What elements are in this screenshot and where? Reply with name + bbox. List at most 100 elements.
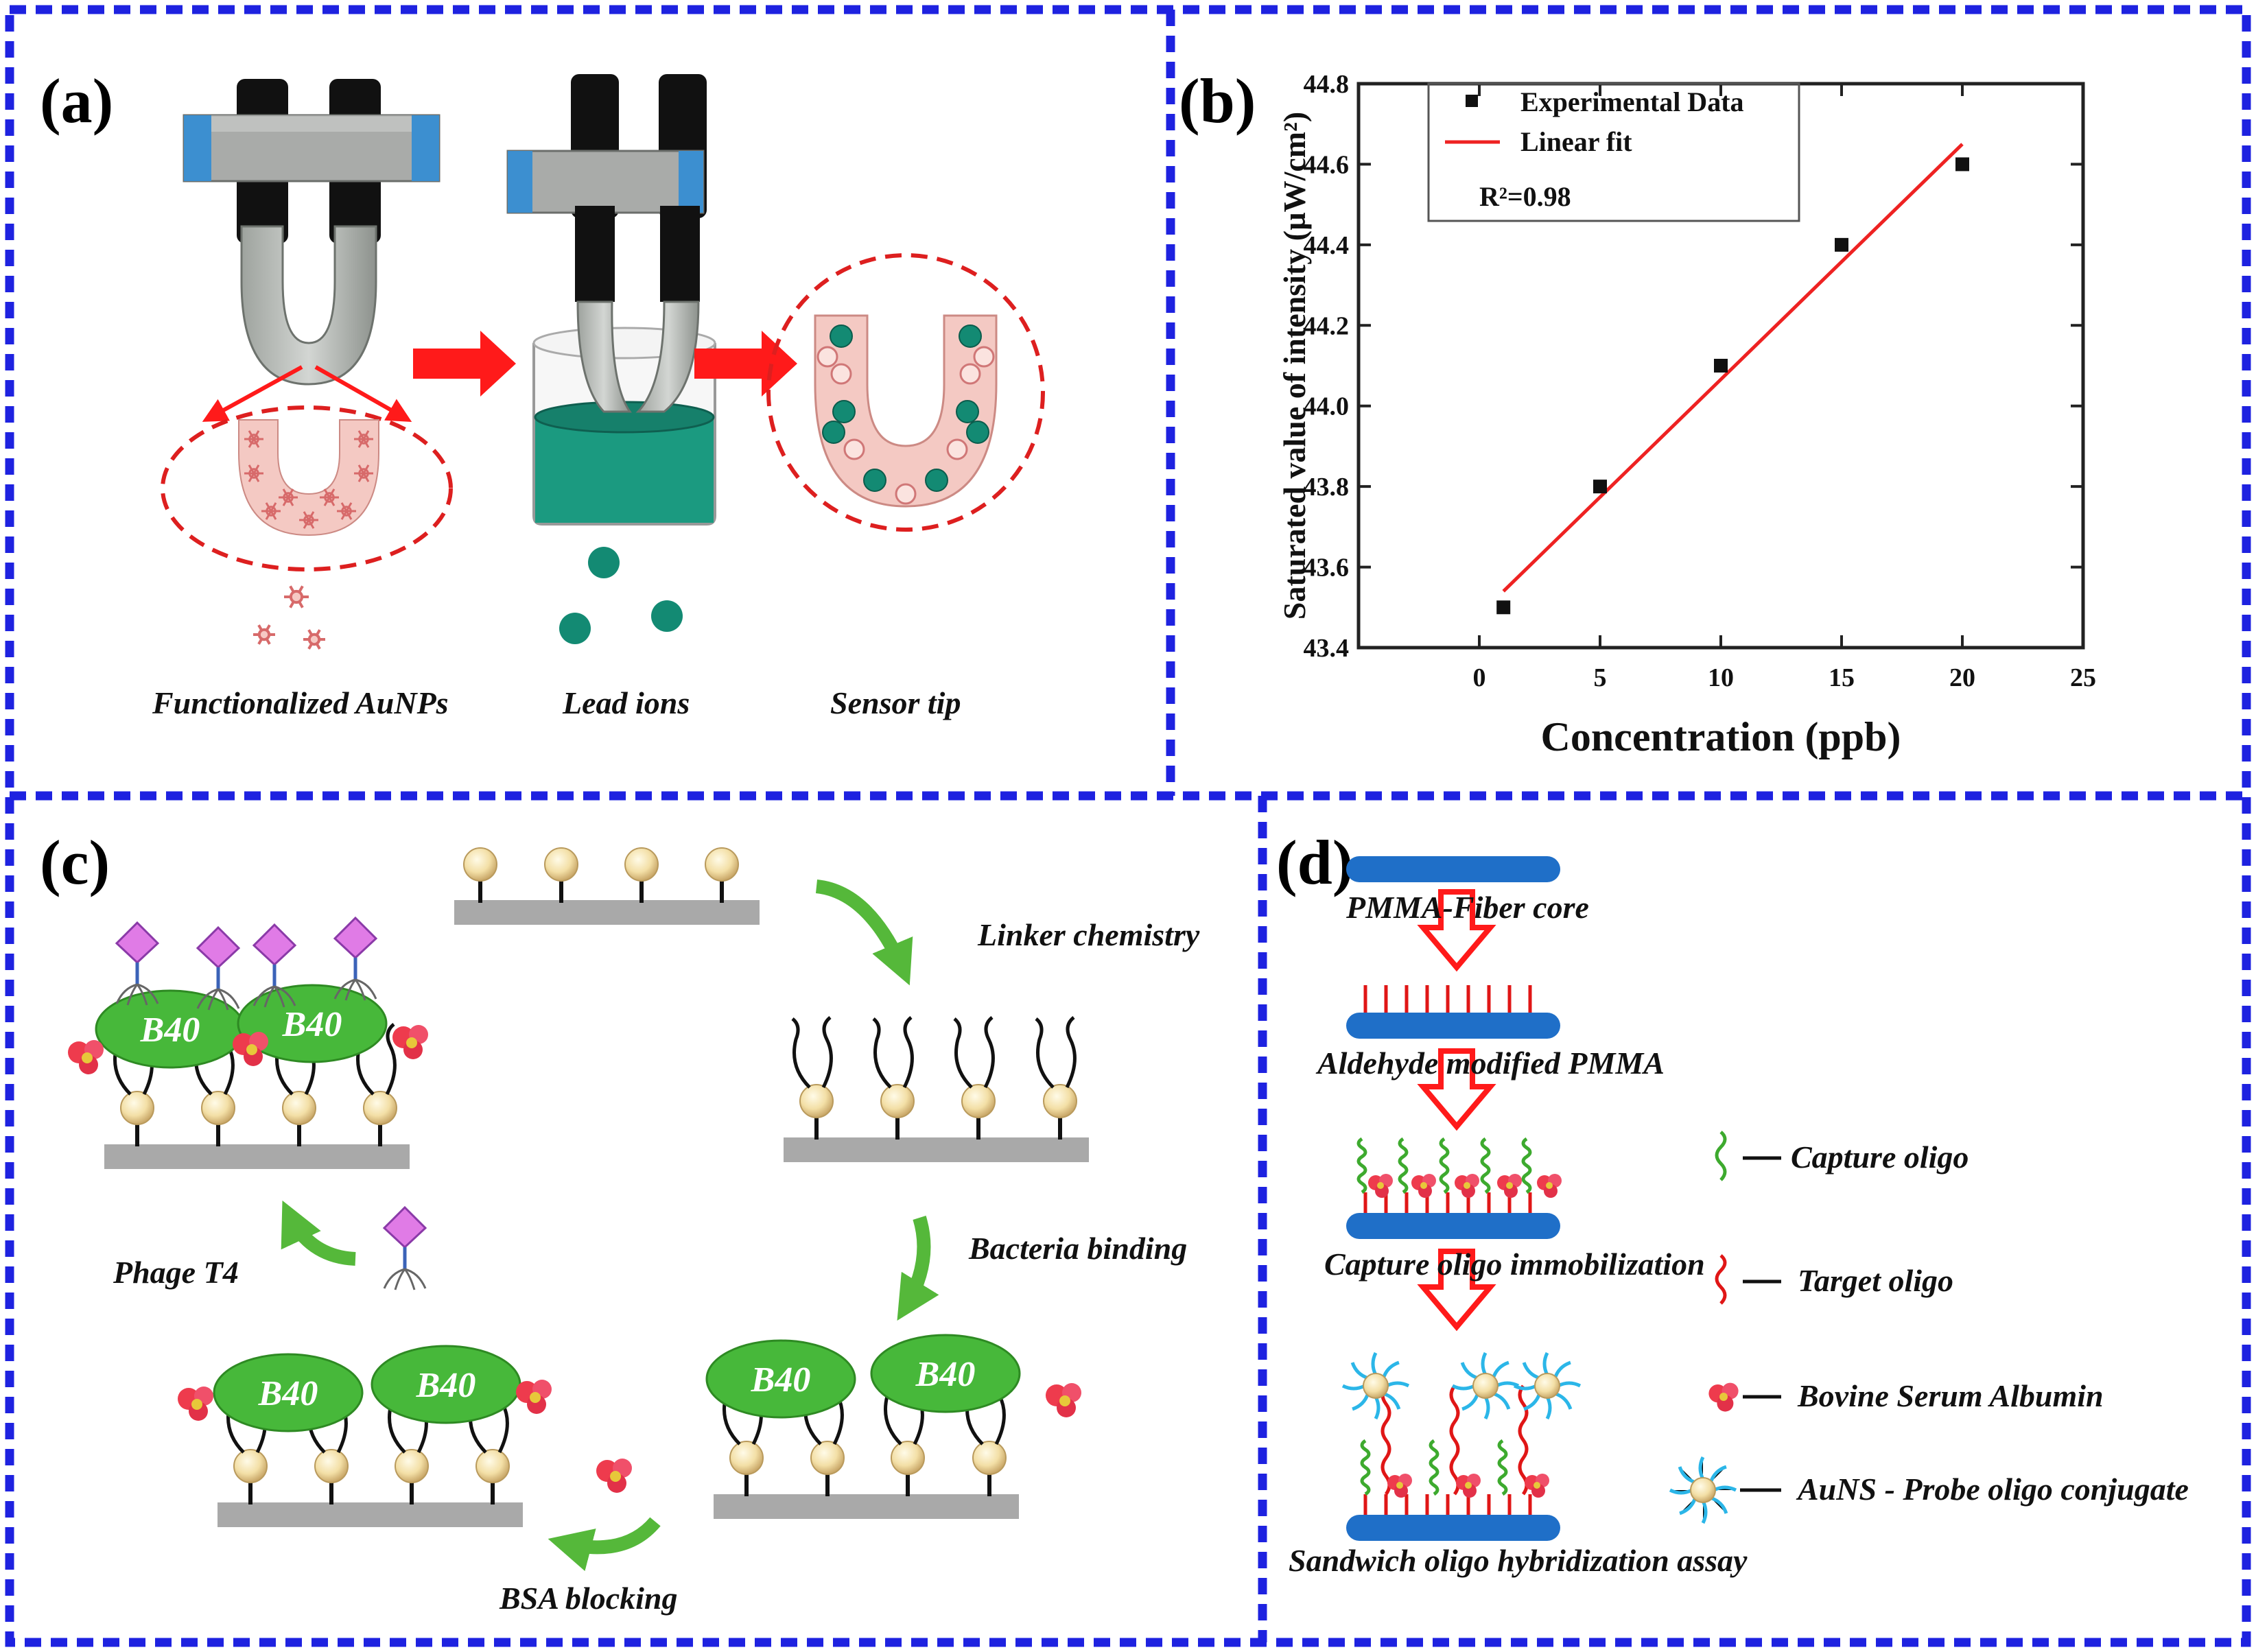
free-aunp <box>284 585 309 609</box>
bsa-core <box>246 1044 257 1055</box>
aldehyde-groups <box>1363 985 1532 1013</box>
x-tick-label: 0 <box>1473 663 1486 692</box>
bsa-core <box>1420 1182 1427 1189</box>
step-bacteria-binding: Bacteria binding <box>968 1231 1187 1266</box>
fiber-holder-1 <box>183 79 440 386</box>
bsa-core <box>1506 1182 1513 1189</box>
bound-aunp <box>959 363 981 385</box>
sensor-bound-particles <box>816 324 995 505</box>
aunp-marker <box>244 430 263 448</box>
probe-oligo <box>1713 1485 1737 1492</box>
bsa-core <box>1377 1182 1384 1189</box>
probe-oligo <box>1492 1391 1511 1410</box>
sandwich-assay-layer <box>1341 1352 1582 1515</box>
step-sandwich-assay: Sandwich oligo hybridization assay <box>1289 1543 1748 1578</box>
bsa-core <box>191 1399 202 1410</box>
probe-oligo <box>1545 1395 1552 1420</box>
data-point <box>1593 480 1607 494</box>
bsa-protein <box>1368 1174 1393 1198</box>
b40-cell <box>705 1339 856 1419</box>
b40-label: B40 <box>258 1374 318 1413</box>
bsa-protein <box>68 1040 104 1074</box>
linker-strand <box>1035 1017 1055 1089</box>
gold-nanoparticle <box>314 1449 349 1483</box>
star-core <box>358 434 369 445</box>
gold-nanostar <box>1472 1373 1499 1399</box>
bsa-core <box>610 1471 621 1482</box>
panel-d-legend-lines <box>1740 1156 1781 1492</box>
gold-nanoparticle <box>363 1091 397 1125</box>
b40-cell <box>237 984 388 1063</box>
legend-target-oligo: Target oligo <box>1798 1263 1953 1298</box>
bound-lead-ion <box>832 400 856 423</box>
bsa-core <box>530 1392 541 1403</box>
phage-fiber <box>394 1268 406 1290</box>
aunp-marker <box>279 488 298 506</box>
aunp-marker <box>354 464 373 482</box>
bsa-core <box>1396 1482 1403 1489</box>
bsa-protein <box>516 1380 552 1414</box>
capture-oligo <box>1398 1137 1409 1194</box>
zoom-arrow-left <box>202 365 303 422</box>
target-oligo <box>1380 1384 1391 1496</box>
phage-fiber <box>217 989 229 1011</box>
bound-lead-ion <box>863 469 886 492</box>
phage-fiber <box>274 985 296 1006</box>
capture-oligo <box>1356 1137 1367 1194</box>
x-tick-label: 25 <box>2070 663 2096 692</box>
y-tick-label: 43.6 <box>1304 554 1350 582</box>
step-phage-t4: Phage T4 <box>113 1255 239 1290</box>
free-aunps <box>253 585 325 650</box>
phage-fiber <box>196 988 219 1009</box>
panel-d-label: (d) <box>1276 827 1353 897</box>
caption-sensor-tip: Sensor tip <box>830 685 961 720</box>
phage-fiber <box>383 1268 406 1289</box>
phage-fiber <box>252 985 275 1006</box>
y-tick-label: 43.8 <box>1304 473 1350 502</box>
step-arrow-bacteria <box>897 1216 939 1321</box>
phage-head <box>115 921 160 965</box>
probe-oligo <box>1669 1488 1693 1495</box>
star-core <box>307 633 321 646</box>
panel-frames <box>5 5 2251 1647</box>
capture-oligo <box>1497 1439 1508 1496</box>
bsa-protein <box>1456 1474 1481 1498</box>
gold-nanoparticle <box>624 847 659 882</box>
probe-oligo <box>1385 1381 1410 1388</box>
bound-aunp <box>816 346 838 368</box>
aunp-marker <box>354 430 373 448</box>
step-arrow-phage <box>281 1200 356 1266</box>
gold-nanoparticle <box>463 847 497 882</box>
fiber-holder-2 <box>506 74 707 302</box>
bsa-core <box>82 1052 93 1063</box>
probe-oligo <box>1553 1360 1571 1379</box>
phage-fiber <box>136 984 148 1006</box>
legend-linear-fit: Linear fit <box>1520 126 1632 157</box>
bound-aunp <box>830 363 852 385</box>
phage-fiber <box>218 988 240 1009</box>
bsa-core <box>1546 1182 1553 1189</box>
aunp-marker <box>320 488 339 506</box>
bsa-protein <box>1046 1383 1081 1417</box>
panel-d-legend-icons <box>1669 1131 1739 1524</box>
step-pmma-fiber-core: PMMA-Fiber core <box>1346 890 1589 925</box>
gold-nanoparticle <box>961 1084 996 1118</box>
x-tick-label: 20 <box>1949 663 1975 692</box>
aunp-marker <box>337 502 356 520</box>
gold-nanoparticle <box>475 1449 510 1483</box>
capture-oligo-layer <box>1356 1137 1562 1213</box>
legend-box <box>1427 82 1800 222</box>
legend-capture-oligo: Capture oligo <box>1791 1140 1969 1175</box>
auns-probe-conjugate <box>1669 1456 1737 1524</box>
fit-layer <box>1502 143 1964 593</box>
bsa-proteins <box>68 1025 1081 1493</box>
star-core <box>248 434 259 445</box>
bound-lead-ion <box>925 469 948 492</box>
probe-oligo <box>1679 1497 1697 1515</box>
probe-oligo <box>1554 1391 1573 1410</box>
probe-oligo <box>1523 1393 1542 1411</box>
bsa-core <box>1464 1182 1470 1189</box>
phage-head <box>382 1205 427 1249</box>
probe-oligo <box>1708 1465 1727 1483</box>
